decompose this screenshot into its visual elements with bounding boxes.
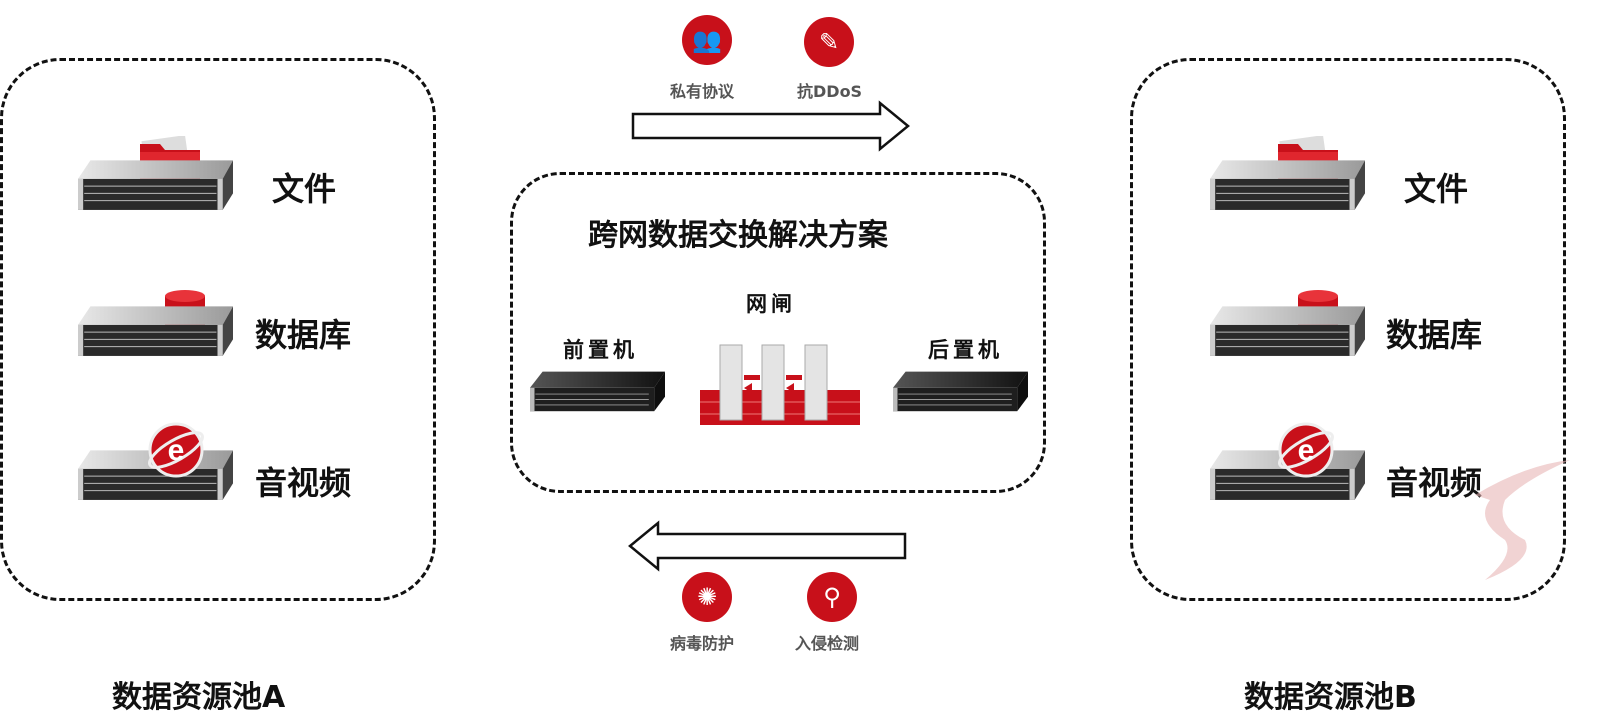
- feature-intrusion-detection: 入侵检测: [795, 634, 860, 653]
- item-file-label: 文件: [1404, 170, 1469, 208]
- server-icon: [78, 150, 233, 212]
- item-av-label: 音视频: [255, 464, 352, 502]
- server-icon: [78, 296, 233, 358]
- item-database-label: 数据库: [255, 316, 352, 354]
- ie-icon: [1276, 420, 1336, 480]
- center-title: 跨网数据交换解决方案: [588, 218, 888, 253]
- item-av-label: 音视频: [1386, 464, 1483, 502]
- document-edit-icon: ✎: [804, 17, 854, 67]
- pool-a-title: 数据资源池A: [112, 680, 286, 715]
- back-machine-label: 后置机: [928, 338, 1003, 362]
- users-icon: 👥: [682, 15, 732, 65]
- server-icon: [1210, 150, 1365, 212]
- front-server-icon: [530, 368, 665, 413]
- feature-antivirus: 病毒防护: [670, 634, 735, 653]
- arrow-right-icon: [631, 100, 910, 152]
- pool-b-title: 数据资源池B: [1244, 680, 1417, 715]
- ie-icon: [146, 420, 206, 480]
- back-server-icon: [893, 368, 1028, 413]
- bug-icon: ✺: [682, 572, 732, 622]
- server-icon: [1210, 296, 1365, 358]
- arrow-left-icon: [628, 520, 907, 572]
- watermark-logo: [1475, 460, 1570, 580]
- item-file-label: 文件: [272, 170, 337, 208]
- gateway-label: 网闸: [746, 292, 796, 316]
- pool-a-box: [0, 58, 436, 601]
- feature-private-protocol: 私有协议: [670, 82, 735, 101]
- front-machine-label: 前置机: [563, 338, 638, 362]
- feature-anti-ddos: 抗DDoS: [797, 82, 863, 101]
- magnifier-icon: ⚲: [807, 572, 857, 622]
- gateway-icon: [700, 344, 860, 425]
- center-box: [510, 172, 1046, 493]
- item-database-label: 数据库: [1386, 316, 1483, 354]
- pool-b-box: [1130, 58, 1566, 601]
